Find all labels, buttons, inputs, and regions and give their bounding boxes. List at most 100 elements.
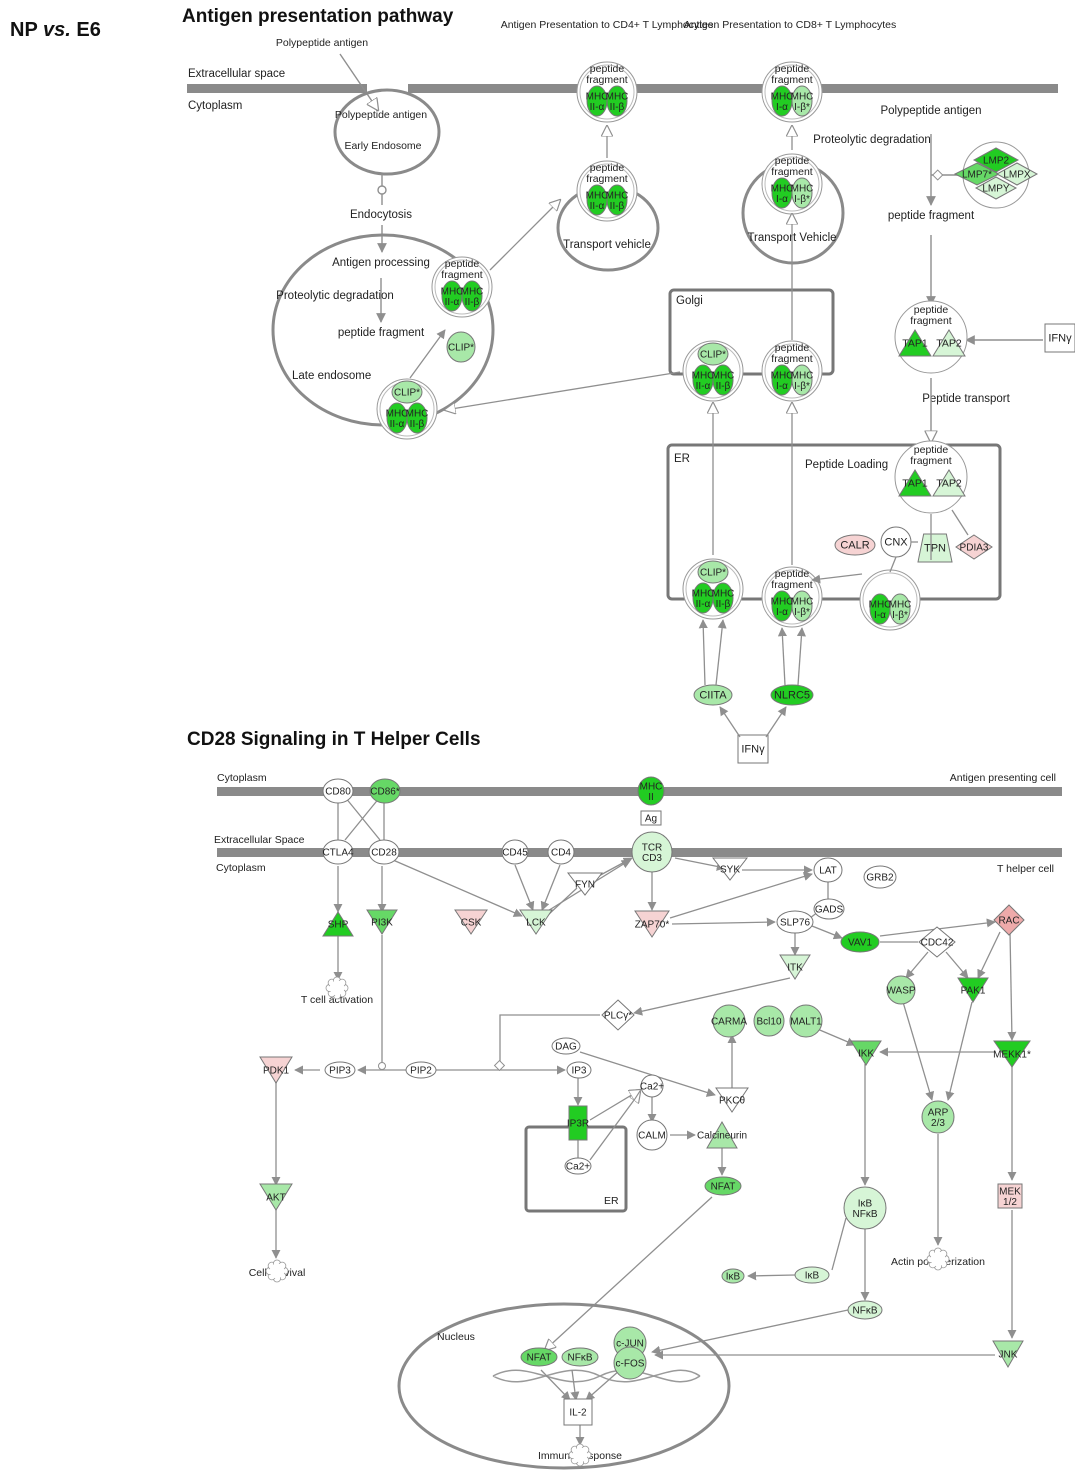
tap-complex-cytoplasm-tap2[interactable]: TAP2	[932, 329, 966, 357]
grb2[interactable]: GRB2	[863, 865, 897, 889]
calm[interactable]: CALM	[636, 1119, 668, 1151]
itk[interactable]: ITK	[779, 954, 811, 980]
cd86[interactable]: CD86*	[369, 778, 401, 804]
ip3r[interactable]: IP3R	[567, 1105, 589, 1141]
ag[interactable]: Ag	[640, 810, 662, 826]
cfos[interactable]: c-FOS	[613, 1346, 647, 1380]
ikb-deg[interactable]: IκB	[721, 1268, 745, 1284]
golgi-mhc2-clip-clip[interactable]: CLIP*	[697, 342, 729, 366]
cnx[interactable]: CNX	[880, 526, 912, 558]
er-mhc2-clip-clip[interactable]: CLIP*	[697, 560, 729, 584]
tap-complex-er-tap1[interactable]: TAP1	[898, 469, 932, 497]
clip-free[interactable]: CLIP*	[446, 331, 476, 363]
ifng-tap[interactable]: IFNγ	[1044, 323, 1075, 353]
mekk1[interactable]: MEKK1*	[993, 1040, 1031, 1068]
ikk[interactable]: IKK	[850, 1040, 882, 1066]
tap-complex-cytoplasm-tap1[interactable]: TAP1	[898, 329, 932, 357]
ca2[interactable]: Ca2+	[640, 1074, 664, 1098]
nfat-nuc[interactable]: NFAT	[520, 1347, 558, 1367]
pdk1[interactable]: PDK1	[259, 1056, 293, 1084]
cdc42[interactable]: CDC42	[918, 926, 956, 958]
tcell-activation-icon[interactable]	[325, 976, 349, 1000]
slp76[interactable]: SLP76	[776, 910, 814, 934]
cd80[interactable]: CD80	[322, 778, 354, 804]
cd45[interactable]: CD45	[501, 839, 529, 865]
ip3[interactable]: IP3	[566, 1061, 592, 1079]
nlrc5[interactable]: NLRC5	[770, 684, 814, 706]
malt1[interactable]: MALT1	[789, 1004, 823, 1038]
jnk[interactable]: JNK	[992, 1340, 1024, 1369]
cd4[interactable]: CD4	[547, 839, 575, 865]
ciita[interactable]: CIITA	[693, 684, 733, 706]
tap-complex-er-tap2[interactable]: TAP2	[932, 469, 966, 497]
nfkb[interactable]: NFκB	[847, 1300, 883, 1320]
rac[interactable]: RAC	[993, 904, 1025, 936]
lmpy[interactable]: LMPY	[974, 176, 1018, 200]
shp[interactable]: SHP	[322, 911, 354, 937]
syk[interactable]: SYK	[711, 857, 749, 881]
fyn[interactable]: FYN	[566, 872, 604, 896]
calr[interactable]: CALR	[834, 534, 876, 556]
ctla4[interactable]: CTLA4	[322, 839, 354, 865]
vav1[interactable]: VAV1	[840, 931, 880, 953]
actin-icon[interactable]	[926, 1247, 950, 1271]
cell-survival-icon[interactable]	[265, 1259, 289, 1283]
immune-response-icon[interactable]	[568, 1443, 592, 1467]
ikb[interactable]: IκB	[794, 1266, 830, 1284]
plcg[interactable]: PLCγ*	[601, 999, 635, 1031]
nfkb-nuc[interactable]: NFκB	[561, 1347, 599, 1367]
csk[interactable]: CSK	[454, 909, 488, 935]
lmpx[interactable]: LMPX	[995, 162, 1039, 186]
pkc[interactable]: PKCθ	[715, 1087, 749, 1113]
cd28[interactable]: CD28	[368, 839, 400, 865]
zap70[interactable]: ZAP70*	[634, 910, 670, 938]
carma[interactable]: CARMA	[711, 1004, 747, 1038]
pdia3[interactable]: PDIA3	[955, 534, 993, 560]
pi3k[interactable]: PI3K	[366, 909, 398, 935]
nfat[interactable]: NFAT	[704, 1176, 742, 1196]
dag[interactable]: DAG	[551, 1037, 581, 1055]
late-endosome-mhc2-clip-clip[interactable]: CLIP*	[391, 380, 423, 404]
gads[interactable]: GADS	[813, 898, 845, 920]
tpn[interactable]: TPN	[917, 533, 953, 563]
pip3[interactable]: PIP3	[324, 1061, 356, 1079]
ca2-er[interactable]: Ca2+	[564, 1157, 592, 1175]
akt[interactable]: AKT	[259, 1183, 293, 1211]
lmp7[interactable]: LMP7*	[953, 162, 1001, 186]
bcl10[interactable]: Bcl10	[753, 1005, 785, 1037]
lat[interactable]: LAT	[813, 857, 843, 883]
pak1[interactable]: PAK1	[957, 977, 989, 1003]
